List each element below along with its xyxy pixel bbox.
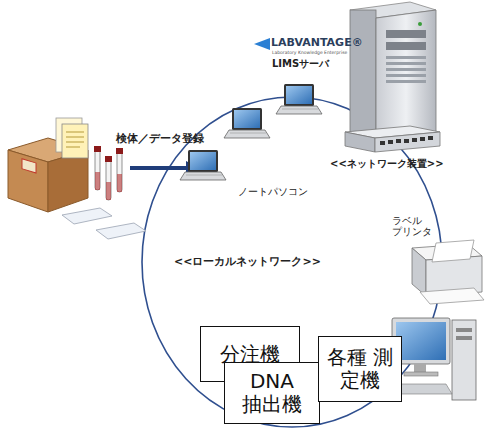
label: ラベル プリンタ [392, 216, 432, 238]
label: 検体／データ登録 [116, 132, 204, 144]
laptop [276, 84, 322, 114]
label: LABVANTAGE® [271, 37, 363, 50]
label: ノートパソコン [238, 186, 308, 198]
server-tower [350, 2, 436, 148]
network-switch [345, 126, 440, 152]
sample-plates [62, 208, 146, 239]
label-printer [412, 240, 484, 304]
label: LIMSサーバ [272, 58, 329, 70]
box-text: 各種 測定機 [326, 346, 394, 392]
machine-box: DNA 抽出機 [224, 362, 320, 424]
label: <<ローカルネットワーク>> [174, 256, 321, 269]
documents [56, 118, 88, 158]
machine-box: 各種 測定機 [318, 336, 402, 402]
laptop [180, 150, 226, 180]
box-text: DNA 抽出機 [238, 370, 306, 416]
logo-mark [254, 38, 270, 50]
label: <<ネットワーク装置>> [330, 158, 444, 170]
laptop [224, 108, 270, 138]
sample-tubes [94, 146, 123, 200]
network-ring [142, 97, 442, 427]
label: Laboratory Knowledge Enterprise [272, 50, 347, 55]
desktop-pc [392, 318, 476, 400]
